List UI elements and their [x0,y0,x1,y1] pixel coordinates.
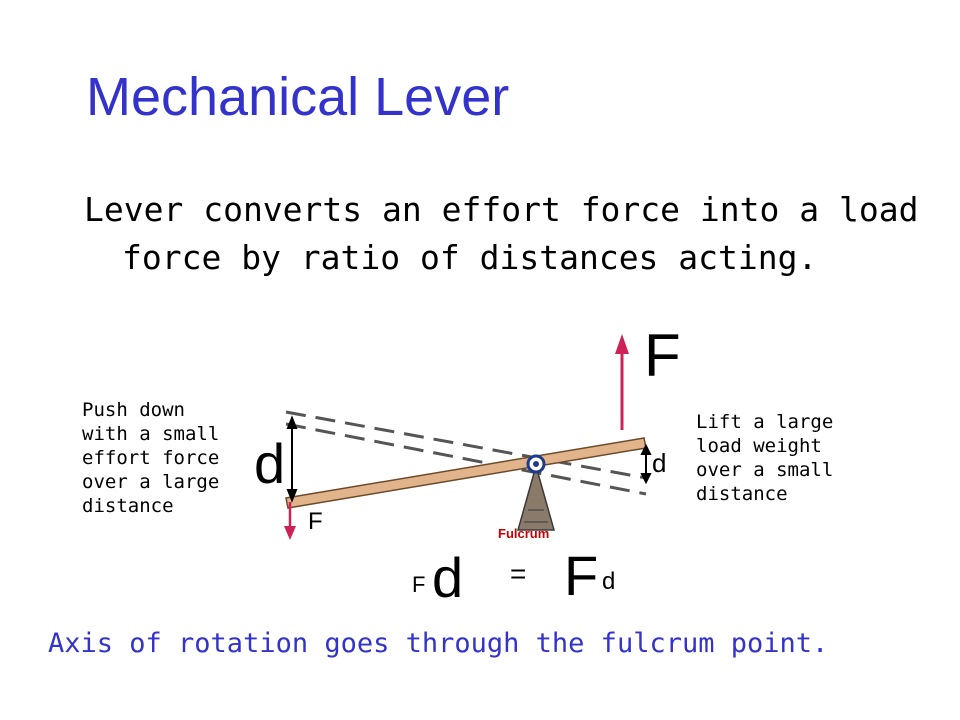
load-description-line: Lift a large [696,411,834,433]
effort-description-line: with a small [82,423,220,445]
right-distance-marker [640,443,652,485]
slide-title: Mechanical Lever [86,67,510,127]
equation-equals-sign: = [510,558,527,589]
lever-original-position [285,410,647,496]
effort-force-arrowhead [284,526,296,540]
left-distance-marker [286,415,298,503]
pivot-center [533,461,539,467]
lever-beam [285,437,647,509]
effort-description-line: distance [82,495,174,517]
effort-description: Push down with a small effort force over… [82,398,252,518]
effort-description-line: over a large [82,471,220,493]
load-force-arrowhead [615,334,629,354]
axis-of-rotation-note: Axis of rotation goes through the fulcru… [48,628,829,659]
effort-description-line: effort force [82,447,220,469]
load-description-line: distance [696,483,788,505]
effort-force-label: F [308,508,323,535]
load-distance-label: d [652,448,667,478]
equation-load-force: F [564,544,599,607]
equation-effort-distance: d [432,546,464,609]
slide-subtitle: Lever converts an effort force into a lo… [84,190,919,277]
equation-load-subscript: d [602,568,616,595]
fulcrum-wedge [517,463,555,531]
equation-effort-subscript: F [412,572,426,597]
load-force-label: F [644,322,681,389]
load-description-line: load weight [696,435,822,457]
effort-description-line: Push down [82,399,185,421]
effort-distance-label: d [254,432,286,495]
lever-diagram-graphic [284,334,652,540]
fulcrum-label: Fulcrum [498,526,550,541]
load-description-line: over a small [696,459,834,481]
lever-diagram: F d d F Fulcrum F d = F d [254,322,682,607]
load-description: Lift a large load weight over a small di… [696,410,866,506]
